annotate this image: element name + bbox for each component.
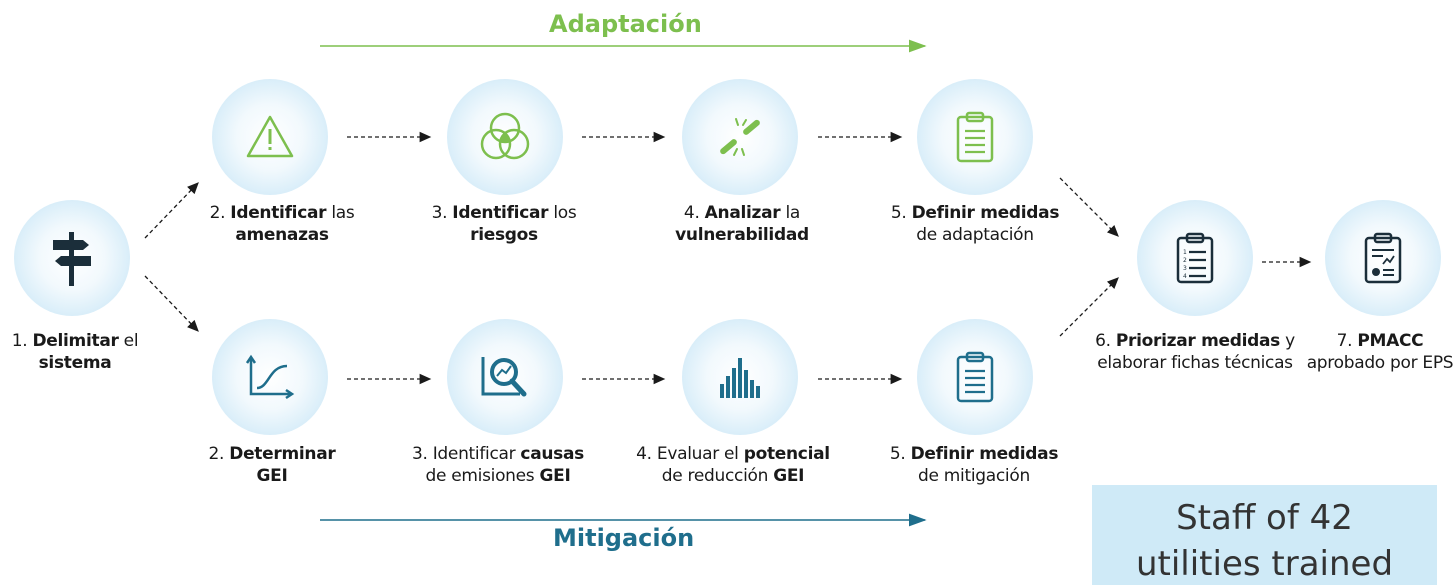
staff-note-line1: Staff of 42 [1176, 498, 1353, 538]
adaptation-step4-circle [682, 79, 798, 195]
svg-text:1: 1 [1183, 249, 1187, 256]
adaptation-title: Adaptación [549, 10, 702, 38]
flow-arrows [144, 39, 1312, 527]
growth-curve-icon [245, 354, 295, 400]
clipboard-icon [956, 111, 994, 163]
adaptation-step5-circle [917, 79, 1033, 195]
staff-note-line2: utilities trained [1135, 544, 1394, 584]
svg-text:3: 3 [1183, 265, 1187, 272]
svg-text:2: 2 [1183, 257, 1187, 264]
mitigation-title: Mitigación [553, 524, 695, 552]
report-clipboard-icon [1364, 232, 1402, 284]
mitigation-step5-circle [917, 319, 1033, 435]
mitigation-step3-circle [447, 319, 563, 435]
broken-chain-icon [720, 118, 760, 156]
mitigation-step4-circle [682, 319, 798, 435]
warning-triangle-icon [246, 115, 294, 158]
step1-circle [14, 200, 130, 316]
bar-chart-icon [720, 358, 760, 398]
step7-circle [1325, 200, 1441, 316]
signpost-icon [53, 232, 91, 286]
clipboard-icon [956, 351, 994, 403]
adaptation-step3-circle [447, 79, 563, 195]
mitigation-step2-circle [212, 319, 328, 435]
step1-label: 1. Delimitar el sistema [11, 331, 139, 373]
magnify-chart-icon [481, 357, 527, 397]
staff-note-box: Staff of 42 utilities trained [1092, 485, 1437, 585]
svg-text:4: 4 [1183, 273, 1187, 280]
adaptation-step2-circle [212, 79, 328, 195]
venn-risk-icon [480, 112, 530, 160]
